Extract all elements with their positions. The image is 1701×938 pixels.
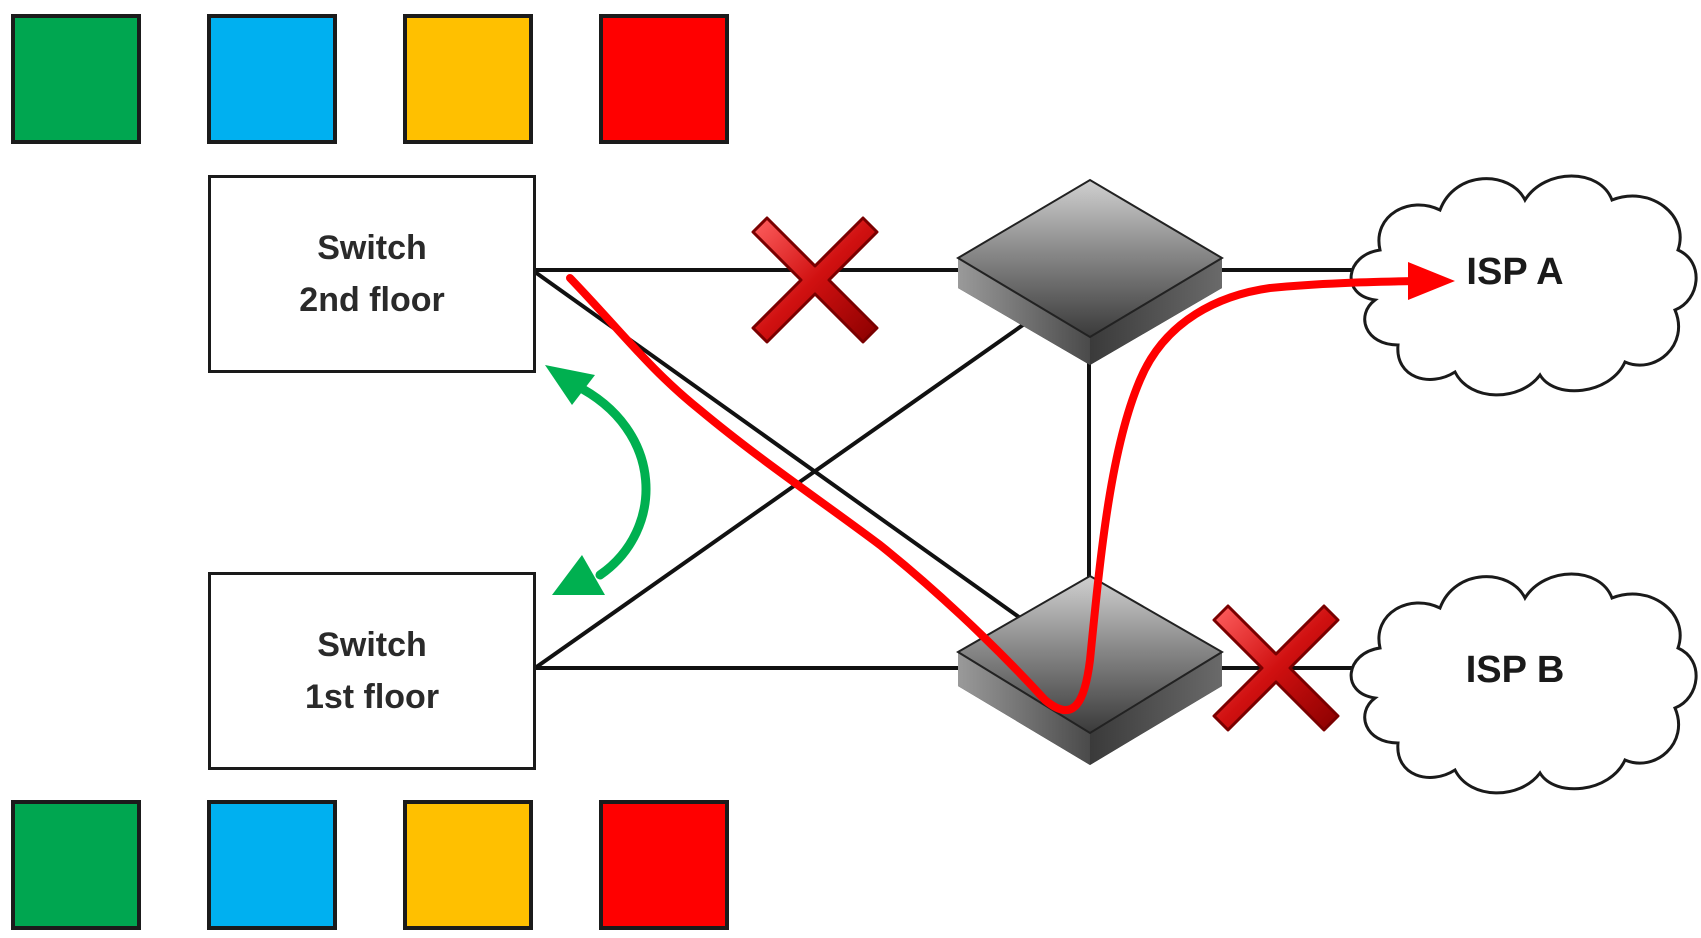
x-mark-icon — [751, 216, 879, 344]
switch-1st-floor-floor-label: 1st floor — [304, 678, 440, 716]
arrowhead-up-icon — [545, 365, 595, 405]
vlan-square-bottom-yellow — [403, 800, 533, 930]
arrow-right-icon — [1408, 262, 1455, 300]
vlan-square-top-green — [11, 14, 141, 144]
network-links — [533, 268, 1380, 670]
vlan-square-bottom-green — [11, 800, 141, 930]
arrowhead-down-icon — [552, 555, 605, 595]
switch-1st-floor: Switch 1st floor — [208, 572, 536, 770]
isp-a-label: ISP A — [1466, 251, 1563, 293]
isp-a-cloud: ISP A — [1349, 174, 1698, 397]
vlan-square-bottom-red — [599, 800, 729, 930]
switch-1st-floor-title: Switch — [317, 626, 427, 664]
isp-b-cloud: ISP B — [1349, 572, 1698, 795]
switch-2nd-floor: Switch 2nd floor — [208, 175, 536, 373]
vlan-square-top-blue — [207, 14, 337, 144]
stack-link-arrow — [545, 365, 651, 595]
link-1st-floor-to-core-top — [533, 318, 1032, 670]
traffic-path — [566, 262, 1455, 714]
x-mark-icon — [1212, 604, 1340, 732]
switch-2nd-floor-title: Switch — [317, 229, 427, 267]
vlan-square-top-red — [599, 14, 729, 144]
core-switch-top — [956, 178, 1224, 365]
isp-b-label: ISP B — [1466, 649, 1565, 691]
vlan-square-bottom-blue — [207, 800, 337, 930]
vlan-square-top-yellow — [403, 14, 533, 144]
switch-2nd-floor-floor-label: 2nd floor — [299, 281, 445, 319]
